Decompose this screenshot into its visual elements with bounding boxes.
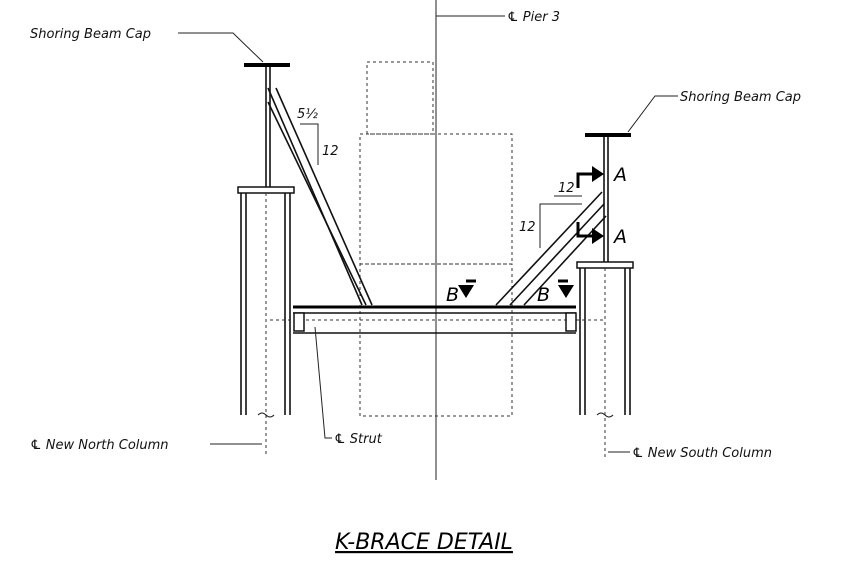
pier-label: ℄ Pier 3 [507, 10, 560, 25]
right-slope-rise: 12 [519, 220, 536, 235]
right-slope-indicator [539, 195, 582, 248]
left-brace [267, 87, 373, 306]
north-column-label: ℄ New North Column [30, 438, 169, 453]
pier-centerline [435, 0, 505, 480]
north-column [237, 186, 295, 455]
section-a-markers [576, 166, 604, 244]
left-slope-indicator [300, 123, 319, 165]
shoring-left-leader [178, 32, 264, 63]
section-a-top: A [612, 164, 627, 186]
strut-label: ℄ Strut [334, 432, 383, 447]
strut-beam [270, 305, 605, 334]
left-slope-run: 12 [322, 144, 339, 159]
shoring-right-label: Shoring Beam Cap [680, 90, 801, 105]
south-column [576, 261, 634, 460]
section-b-left: B [446, 284, 459, 306]
strut-leader [314, 326, 332, 439]
left-shoring-cap [244, 63, 290, 190]
right-slope-run: 12 [558, 181, 575, 196]
right-shoring-cap [585, 133, 631, 262]
section-b-right: B [537, 284, 550, 306]
left-slope-rise: 5½ [297, 107, 318, 122]
section-a-bottom: A [612, 226, 627, 248]
section-b-markers [458, 279, 574, 298]
shoring-left-label: Shoring Beam Cap [30, 27, 151, 42]
south-column-label: ℄ New South Column [632, 446, 772, 461]
detail-title: K-BRACE DETAIL [335, 530, 513, 555]
shoring-right-leader [627, 95, 678, 133]
